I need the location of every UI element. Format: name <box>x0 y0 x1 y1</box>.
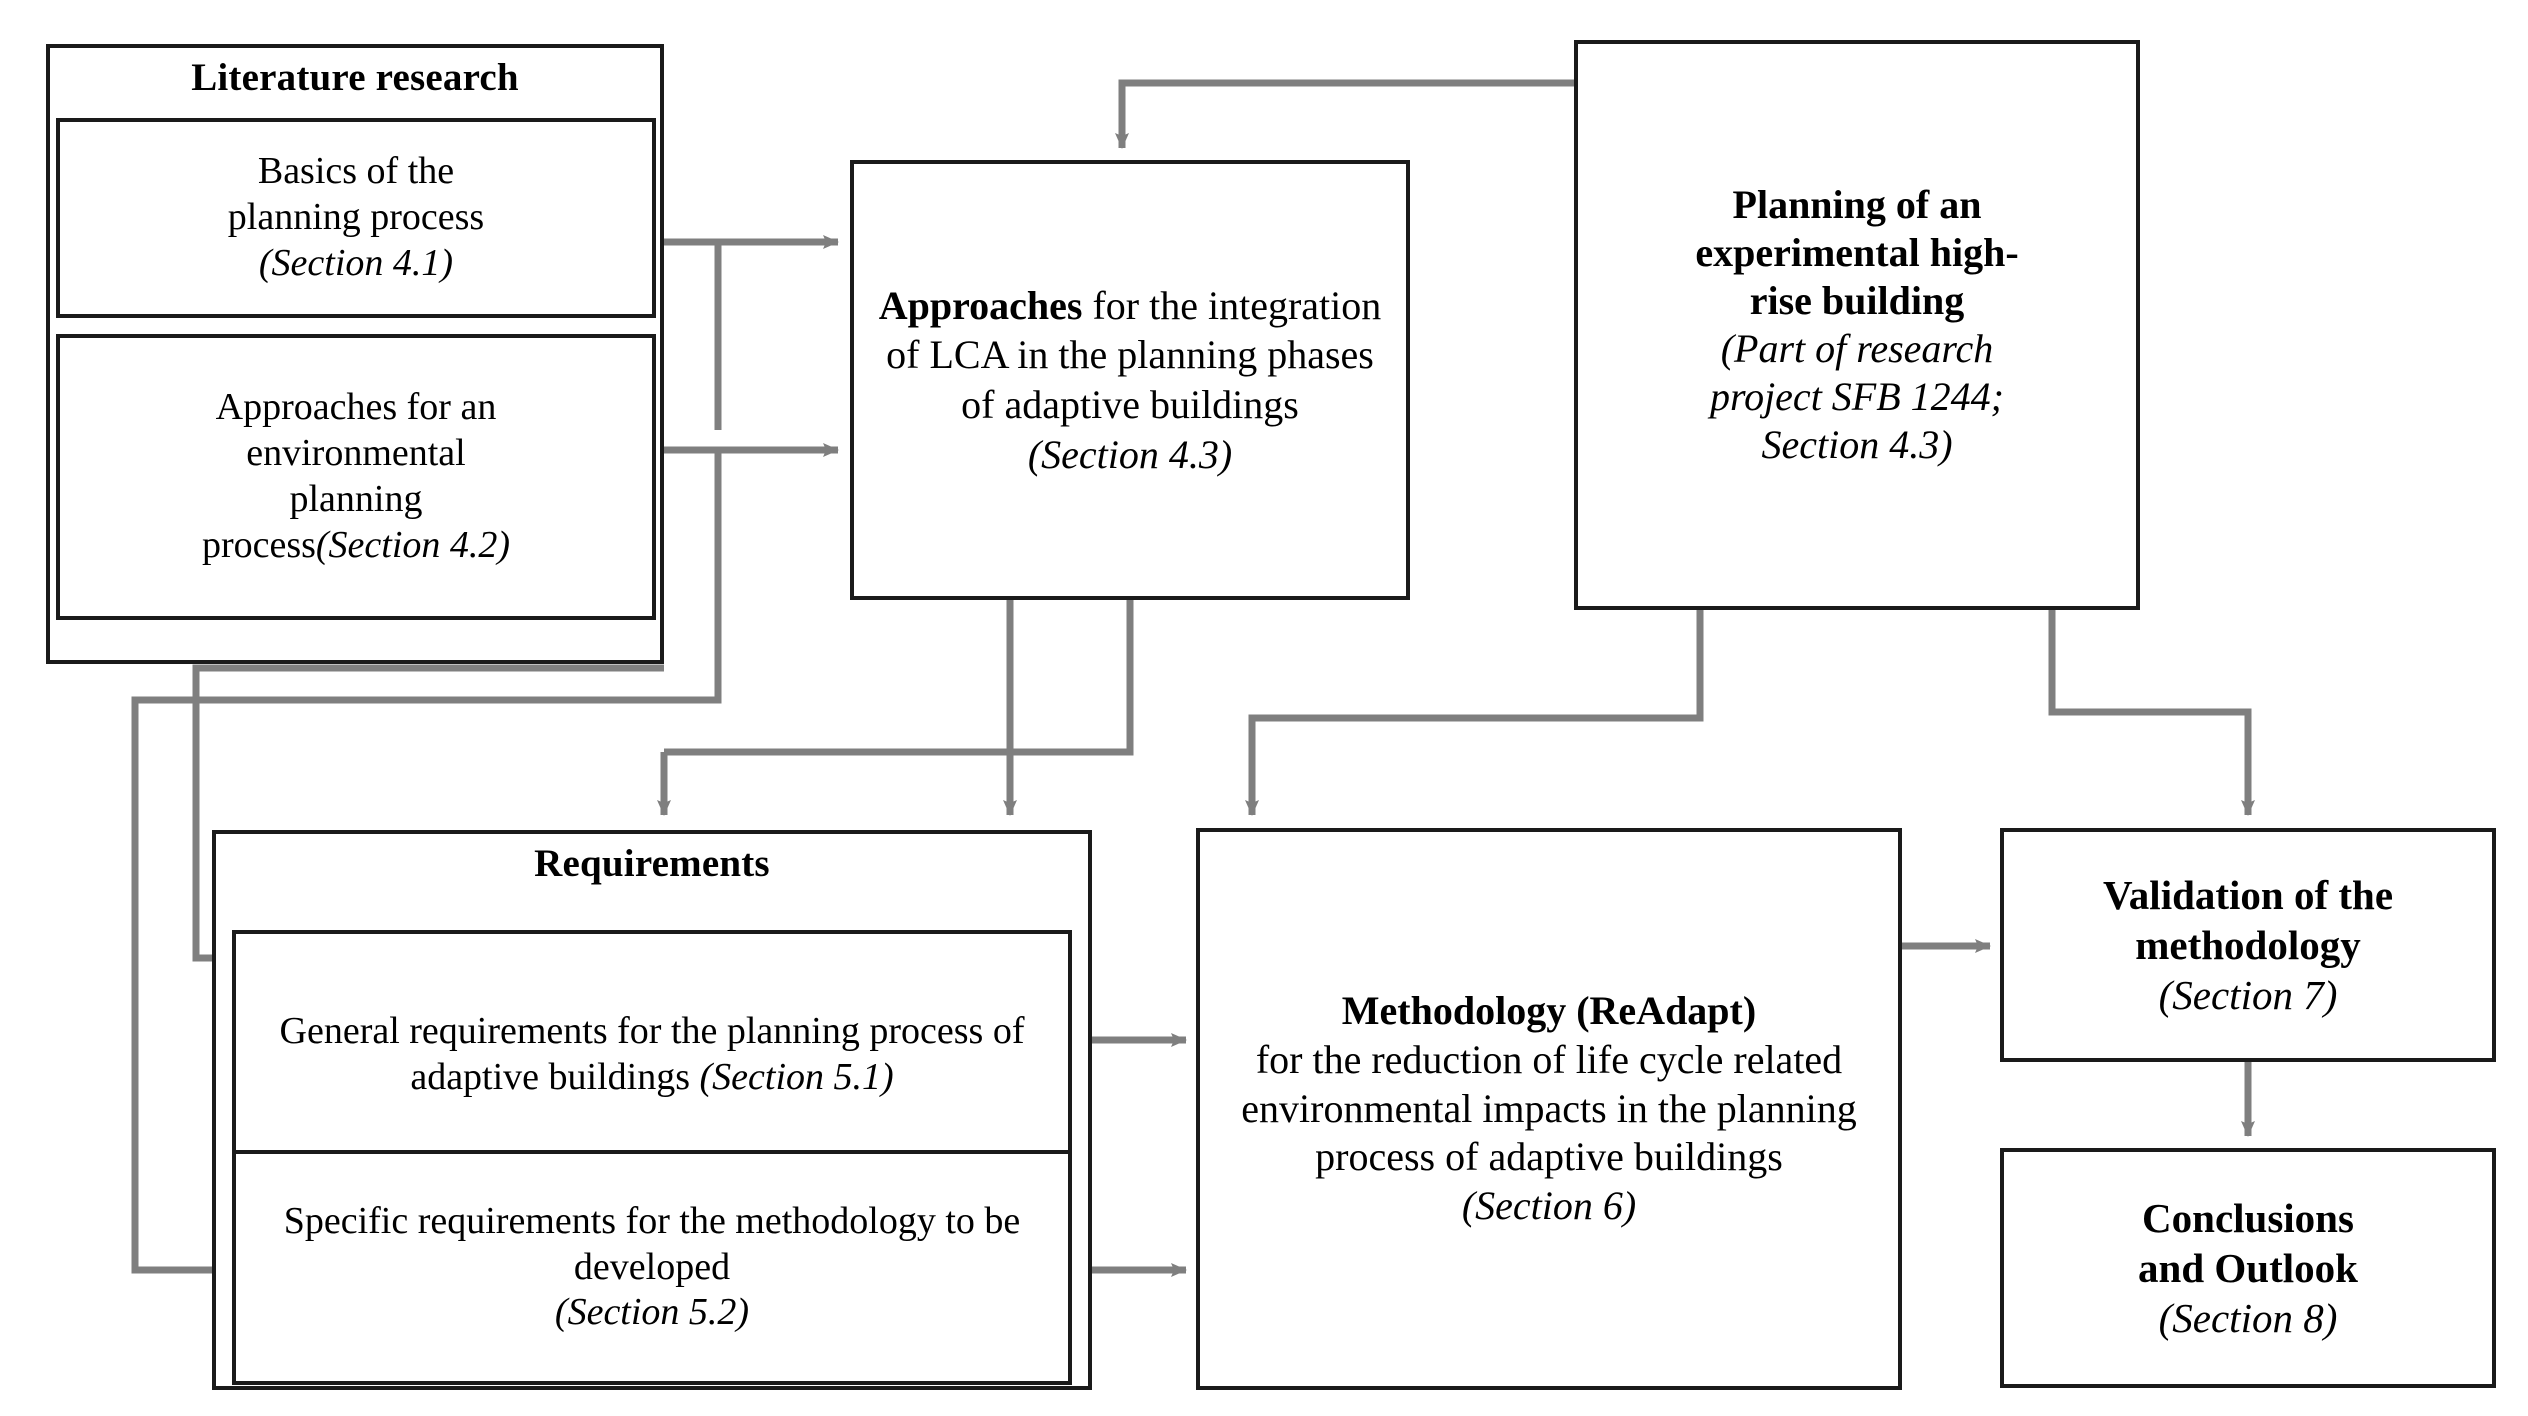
basics-line1: Basics of the <box>257 150 455 193</box>
subnode-general-requirements[interactable]: General requirements for the planning pr… <box>232 930 1072 1180</box>
conclusions-section: (Section 8) <box>2158 1295 2338 1341</box>
planning-note-line1: (Part of research <box>1720 326 1994 371</box>
connector-planning-to-approaches <box>1115 79 1574 149</box>
planning-note-line3: Section 4.3) <box>1761 422 1953 467</box>
subnode-basics-text: Basics of the planning process (Section … <box>228 149 484 287</box>
literature-research-title: Literature research <box>191 56 519 99</box>
conclusions-title-line2: and Outlook <box>2138 1244 2358 1291</box>
methodology-section: (Section 6) <box>1461 1183 1637 1229</box>
methodology-bold-lead: Methodology (ReAdapt) <box>1341 988 1757 1033</box>
node-approaches-lca-integration[interactable]: Approaches for the integration of LCA in… <box>850 160 1410 600</box>
planning-title-line2: experimental high- <box>1695 230 2019 275</box>
approaches-bold-lead: Approaches <box>878 282 1083 328</box>
conclusions-text: Conclusions and Outlook (Section 8) <box>2004 1189 2492 1347</box>
environmental-section: (Section 4.2) <box>315 523 511 566</box>
subnode-specific-requirements[interactable]: Specific requirements for the methodolog… <box>232 1150 1072 1385</box>
subnode-general-requirements-text: General requirements for the planning pr… <box>246 1009 1058 1101</box>
conclusions-title-line1: Conclusions <box>2142 1194 2354 1241</box>
general-requirements-section: (Section 5.1) <box>699 1056 894 1098</box>
node-planning-experimental-high-rise[interactable]: Planning of an experimental high- rise b… <box>1574 40 2140 610</box>
connector-planning-to-validation <box>2048 610 2255 816</box>
connector-planning-to-methodology <box>1245 610 1704 816</box>
planning-title-line1: Planning of an <box>1732 182 1982 227</box>
subnode-specific-requirements-text: Specific requirements for the methodolog… <box>246 1199 1058 1337</box>
connector-approaches-to-requirements <box>664 600 1134 756</box>
general-requirements-body: General requirements for the planning pr… <box>279 1010 1025 1098</box>
requirements-title: Requirements <box>534 842 770 885</box>
environmental-line2: environmental <box>246 432 466 475</box>
environmental-line3: planning <box>289 478 423 520</box>
basics-section: (Section 4.1) <box>258 241 454 284</box>
node-methodology-readapt[interactable]: Methodology (ReAdapt) for the reduction … <box>1196 828 1902 1390</box>
planning-note-line2: project SFB 1244; <box>1709 374 2004 419</box>
environmental-line4: process <box>201 523 316 566</box>
basics-line2: planning process <box>227 196 485 239</box>
planning-text: Planning of an experimental high- rise b… <box>1578 177 2136 473</box>
approaches-text: Approaches for the integration of LCA in… <box>854 277 1406 483</box>
methodology-body: for the reduction of life cycle related … <box>1241 1036 1857 1180</box>
validation-title-line2: methodology <box>2135 921 2361 968</box>
specific-requirements-body: Specific requirements for the methodolog… <box>283 1199 1021 1288</box>
node-validation-of-methodology[interactable]: Validation of the methodology (Section 7… <box>2000 828 2496 1062</box>
specific-requirements-section: (Section 5.2) <box>554 1291 750 1334</box>
methodology-text: Methodology (ReAdapt) for the reduction … <box>1200 983 1898 1235</box>
planning-title-line3: rise building <box>1749 278 1965 323</box>
validation-title-line1: Validation of the <box>2102 871 2394 918</box>
node-conclusions-and-outlook[interactable]: Conclusions and Outlook (Section 8) <box>2000 1148 2496 1388</box>
approaches-section: (Section 4.3) <box>1027 431 1233 477</box>
validation-text: Validation of the methodology (Section 7… <box>2004 866 2492 1024</box>
subnode-environmental-text: Approaches for an environmental planning… <box>202 385 510 569</box>
approaches-body: for the integration of LCA in the planni… <box>886 282 1382 427</box>
subnode-approaches-environmental-planning[interactable]: Approaches for an environmental planning… <box>56 334 656 620</box>
environmental-line1: Approaches for an <box>215 386 497 429</box>
subnode-basics-of-planning-process[interactable]: Basics of the planning process (Section … <box>56 118 656 318</box>
validation-section: (Section 7) <box>2158 972 2338 1018</box>
